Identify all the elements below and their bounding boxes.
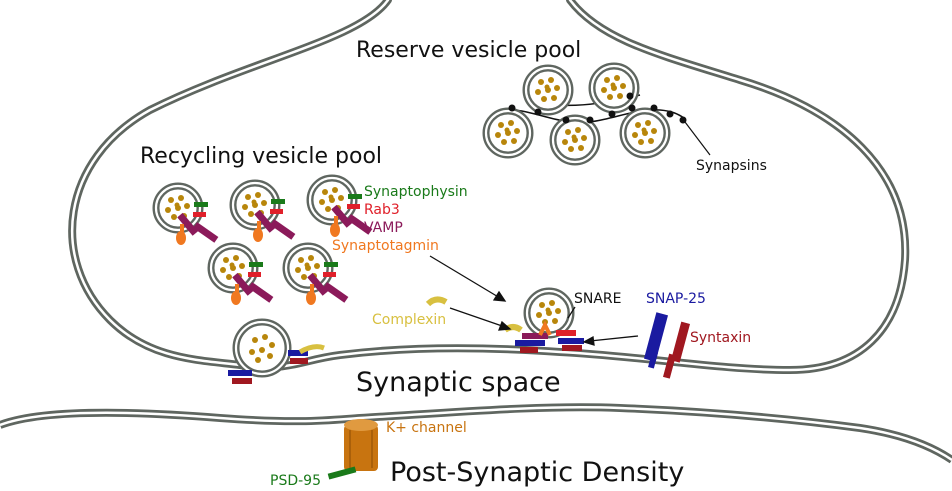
- vamp-label: VAMP: [364, 220, 403, 236]
- recycling-vesicle: [310, 178, 373, 237]
- recycling-vesicle: [156, 186, 219, 245]
- free-snare-proteins: [643, 312, 691, 379]
- reserve-vesicle: [592, 66, 636, 110]
- synapsin-dots: [508, 92, 687, 124]
- fusing-vesicle: [228, 318, 325, 384]
- reserve-vesicle: [526, 68, 570, 112]
- synapsins-label: Synapsins: [696, 158, 767, 174]
- post-synaptic-density-label: Post-Synaptic Density: [390, 457, 684, 488]
- arrows: [429, 255, 639, 346]
- reserve-vesicle: [486, 111, 530, 155]
- reserve-vesicle: [623, 111, 667, 155]
- recycling-vesicle: [286, 246, 349, 305]
- reserve-pool-label: Reserve vesicle pool: [356, 38, 581, 63]
- presynaptic-membrane: [68, 0, 910, 375]
- synaptic-space-label: Synaptic space: [356, 367, 561, 398]
- snare-label: SNARE: [574, 291, 622, 307]
- complexin-shape: [425, 296, 448, 307]
- recycling-pool-label: Recycling vesicle pool: [140, 144, 382, 169]
- docked-vesicle: [503, 291, 584, 353]
- syntaxin-label: Syntaxin: [690, 330, 751, 346]
- psd95-label: PSD-95: [270, 473, 321, 489]
- reserve-vesicle: [553, 118, 597, 162]
- recycling-vesicle: [233, 183, 296, 242]
- reserve-vesicle-pool: [486, 66, 711, 162]
- k-channel-label: K+ channel: [386, 420, 467, 436]
- postsynaptic-membrane: [0, 403, 952, 464]
- complexin-label: Complexin: [372, 312, 446, 328]
- rab3-label: Rab3: [364, 202, 400, 218]
- snap25-label: SNAP-25: [646, 291, 706, 307]
- synaptotagmin-label: Synaptotagmin: [332, 238, 439, 254]
- k-channel: [327, 419, 378, 480]
- synaptophysin-label: Synaptophysin: [364, 184, 468, 200]
- recycling-vesicle: [211, 246, 274, 305]
